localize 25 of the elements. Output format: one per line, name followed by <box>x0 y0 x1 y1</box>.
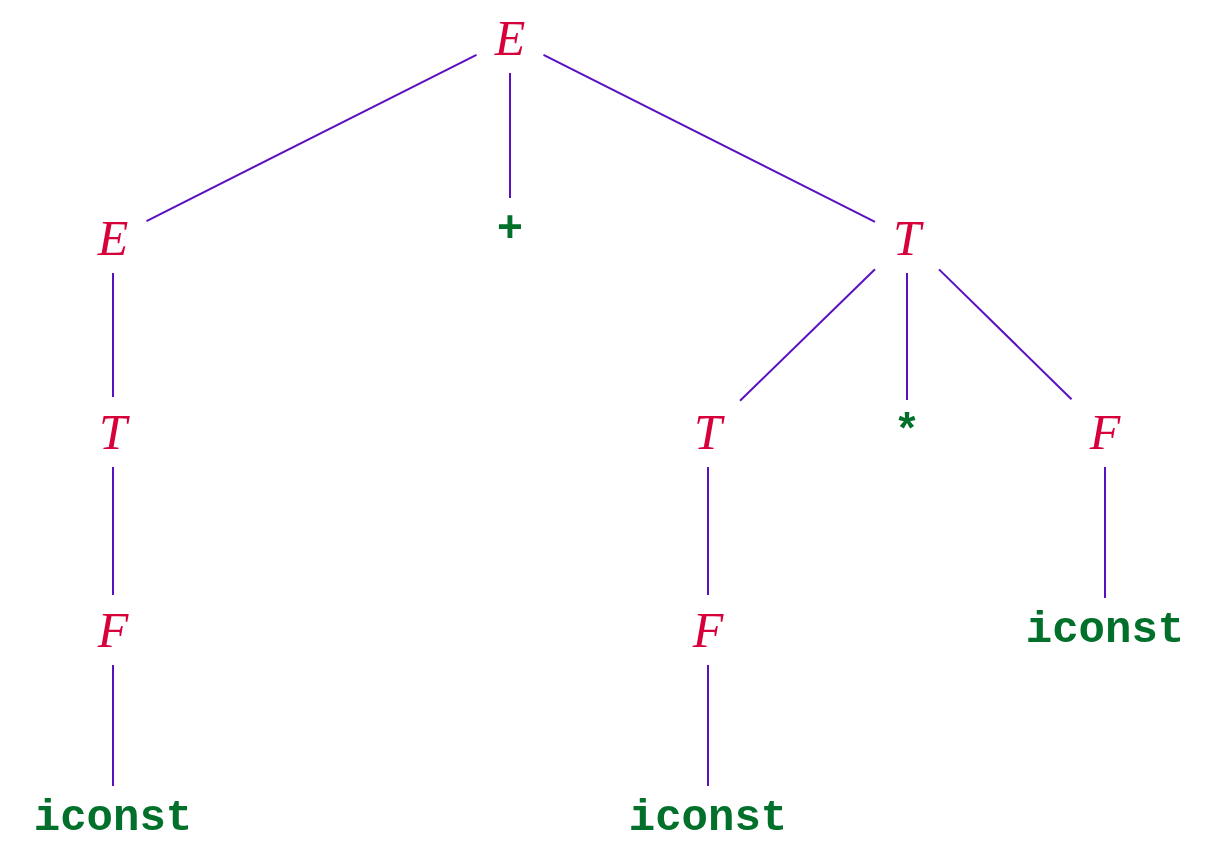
nonterminal-symbol: T <box>676 397 740 467</box>
nonterminal-symbol: E <box>476 3 544 73</box>
terminal-symbol: * <box>875 400 939 464</box>
terminal-symbol: iconst <box>1007 598 1203 662</box>
nonterminal-symbol: T <box>81 397 145 467</box>
tree-branch-line <box>509 72 511 199</box>
nonterminal-symbol: E <box>79 203 147 273</box>
tree-branch-line <box>1104 466 1106 599</box>
tree-branch-line <box>707 664 709 787</box>
tree-branch-line <box>112 664 114 787</box>
terminal-symbol: iconst <box>15 786 211 850</box>
nonterminal-symbol: F <box>1071 397 1139 467</box>
terminal-symbol: + <box>478 198 542 262</box>
tree-branch-line <box>542 53 876 223</box>
nonterminal-symbol: F <box>79 595 147 665</box>
nonterminal-symbol: F <box>674 595 742 665</box>
tree-branch-line <box>938 268 1073 401</box>
nonterminal-symbol: T <box>875 203 939 273</box>
tree-branch-line <box>906 272 908 401</box>
tree-branch-line <box>112 466 114 596</box>
tree-branch-line <box>739 268 876 402</box>
tree-branch-line <box>707 466 709 596</box>
tree-branch-line <box>112 272 114 398</box>
tree-branch-line <box>145 53 478 223</box>
terminal-symbol: iconst <box>610 786 806 850</box>
